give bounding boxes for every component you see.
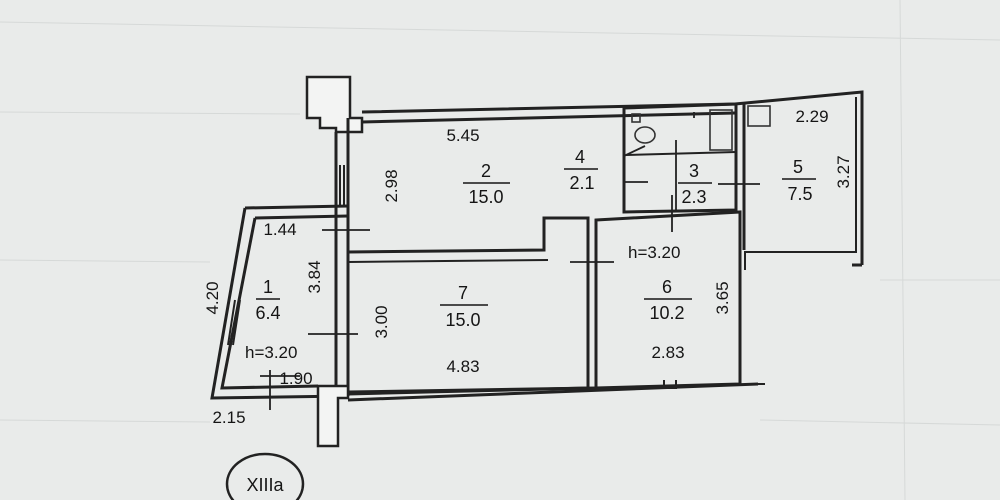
sink-icon [634, 126, 656, 144]
walls [210, 75, 864, 448]
dimension-label: 3.00 [372, 305, 391, 338]
room-4-number: 4 [575, 147, 585, 167]
dimension-label: 2.15 [212, 408, 245, 427]
room-3-label: 3 2.3 [678, 161, 712, 207]
room-3-area: 2.3 [681, 187, 706, 207]
section-label: XIIIa [246, 475, 284, 495]
dimension-label: 2.98 [382, 169, 401, 202]
dimension-label: 4.83 [446, 357, 479, 376]
room-3-number: 3 [689, 161, 699, 181]
toilet-tank-icon [631, 113, 641, 123]
room-4-area: 2.1 [569, 173, 594, 193]
dimension-label: 2.83 [651, 343, 684, 362]
room-7-label: 7 15.0 [440, 283, 488, 330]
dimension-label: 1.90 [279, 369, 312, 388]
dimension-label: 5.45 [446, 126, 479, 145]
dimension-label: 3.27 [834, 155, 853, 188]
room-5-number: 5 [793, 157, 803, 177]
room-4-label: 4 2.1 [564, 147, 598, 193]
room-1-number: 1 [263, 277, 273, 297]
room-2-area: 15.0 [468, 187, 503, 207]
section-marker: XIIIa [225, 452, 305, 500]
room-6-label: 6 10.2 [644, 277, 692, 323]
room-5-area: 7.5 [787, 184, 812, 204]
toilet-icon [747, 105, 771, 127]
room-7-number: 7 [458, 283, 468, 303]
dimension-label: 1.44 [263, 220, 296, 239]
dimension-label: 3.84 [305, 260, 324, 293]
bathroom-fixtures [631, 105, 771, 151]
dimension-label: 3.65 [713, 281, 732, 314]
room-6-area: 10.2 [649, 303, 684, 323]
dimension-lines [260, 140, 760, 410]
bottom-column [316, 384, 350, 448]
room-6-number: 6 [662, 277, 672, 297]
ceiling-height-label: h=3.20 [628, 243, 680, 262]
room-2-label: 2 15.0 [463, 161, 510, 207]
room-1-label: 1 6.4 [255, 277, 280, 323]
room-5-label: 5 7.5 [782, 157, 816, 204]
room-1-area: 6.4 [255, 303, 280, 323]
room-2-number: 2 [481, 161, 491, 181]
bathtub-icon [709, 109, 733, 151]
ceiling-height-label: h=3.20 [245, 343, 297, 362]
dimension-label: 4.20 [203, 281, 222, 314]
room-7-area: 15.0 [445, 310, 480, 330]
dimension-label: 2.29 [795, 107, 828, 126]
